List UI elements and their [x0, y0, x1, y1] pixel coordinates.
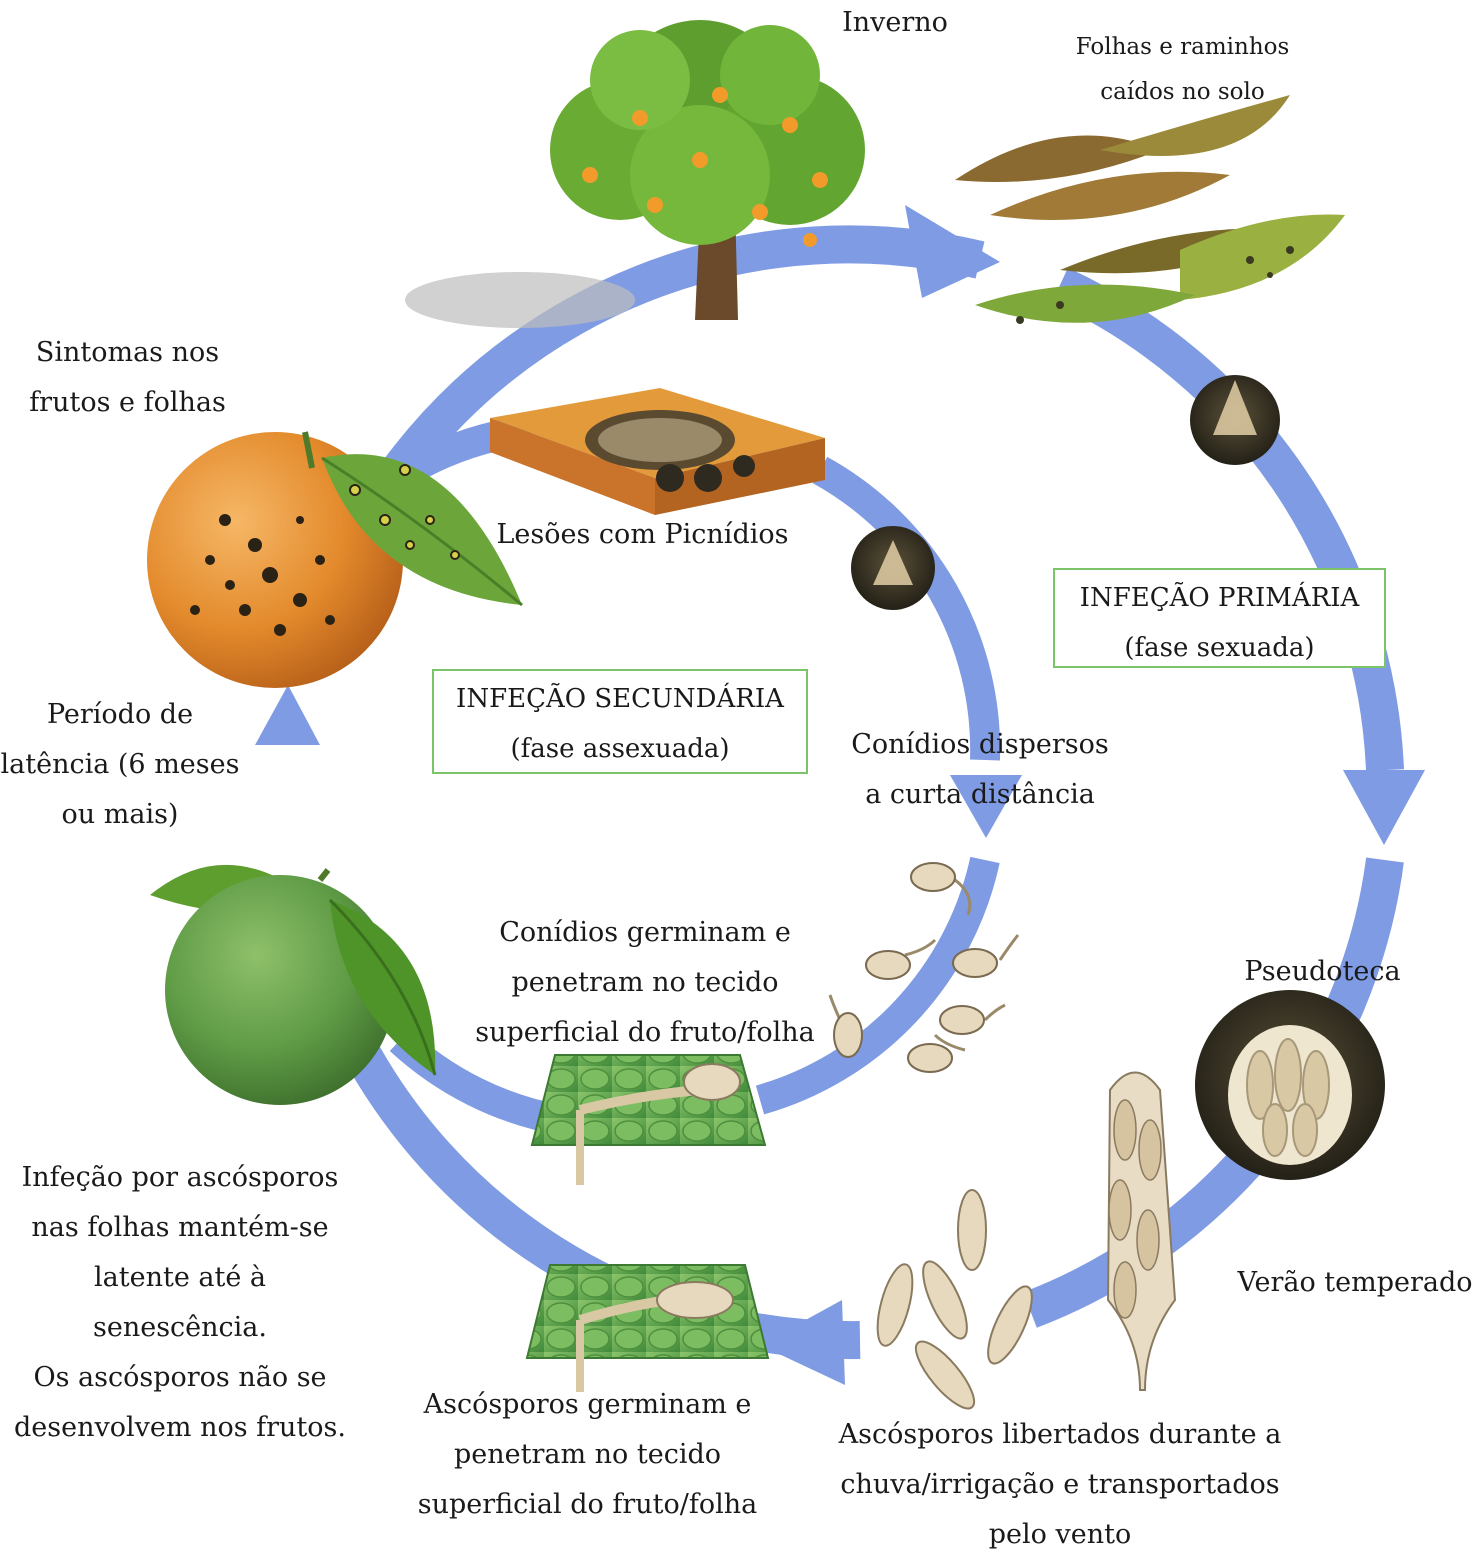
label-infecao-ascosporos: Infeção por ascósporos nas folhas mantém… [14, 1162, 346, 1443]
pseudothecium-icon [1190, 375, 1280, 465]
pseudothecium-open-icon [1195, 990, 1385, 1180]
label-verao-temperado: Verão temperado [1237, 1267, 1473, 1298]
pycnidium-icon [851, 526, 935, 610]
label-conidios-germinam: Conídios germinam e penetram no tecido s… [475, 917, 815, 1048]
inner-cycle-arrowhead [950, 775, 1022, 838]
conidium-icon [828, 862, 1020, 1073]
tree-icon [405, 20, 865, 328]
label-conidios-dispersos: Conídios dispersos a curta distância [851, 729, 1109, 810]
label-sintomas: Sintomas nos frutos e folhas [29, 337, 226, 418]
box-infecao-secundaria: INFEÇÃO SECUNDÁRIA (fase assexuada) [432, 669, 808, 774]
label-inverno: Inverno [842, 7, 948, 38]
label-lesoes-picnidios: Lesões com Picnídios [496, 519, 789, 550]
ascus-icon [1106, 1071, 1177, 1391]
label-ascosporos-libertados: Ascósporos libertados durante a chuva/ir… [838, 1419, 1282, 1550]
ascospore-icon [876, 1189, 1033, 1410]
tissue-patch-icon-lower [525, 1264, 770, 1392]
fallen-leaves-icon [955, 95, 1345, 324]
label-folhas-caidas: Folhas e raminhos caídos no solo [1075, 34, 1290, 105]
orange-fruit-icon [147, 431, 523, 688]
label-periodo-latencia: Período de latência (6 meses ou mais) [0, 699, 240, 830]
lesion-block-icon [490, 388, 825, 515]
outer-cycle-arrowheads [255, 205, 1425, 1385]
box-infecao-primaria: INFEÇÃO PRIMÁRIA (fase sexuada) [1053, 568, 1386, 668]
green-fruit-icon [150, 864, 437, 1105]
tissue-patch-icon [530, 1054, 767, 1185]
label-ascosporos-germinam: Ascósporos germinam e penetram no tecido… [417, 1389, 758, 1520]
label-pseudoteca: Pseudoteca [1244, 956, 1401, 987]
